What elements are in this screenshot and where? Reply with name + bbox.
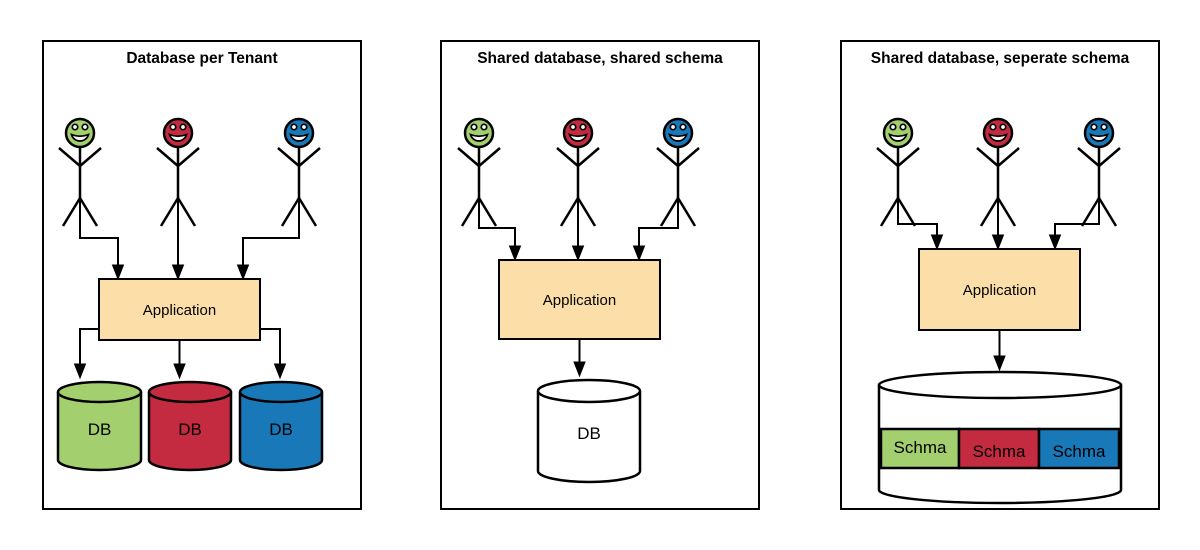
db-cylinder-body <box>147 392 233 472</box>
arrowhead-icon <box>991 234 1005 251</box>
db-cylinder-shared: DB <box>536 378 642 484</box>
db-cylinder-body <box>536 391 642 484</box>
panel-shared-db-separate-schema: Shared database, seperate schema Applica… <box>840 40 1160 510</box>
db-label: DB <box>577 424 601 443</box>
arrow-app-to-db <box>993 330 1006 372</box>
arrow-tenant-red-to-app <box>171 198 185 281</box>
db-cylinder-multischema: Schma Schma Schma <box>877 370 1123 505</box>
schema-block-blue <box>1037 427 1121 470</box>
arrowhead-icon <box>73 363 87 380</box>
db-cylinder-body <box>238 392 324 472</box>
db-label: DB <box>88 420 112 439</box>
panel-shared-db-separate-schema-canvas: Shared database, seperate schema Applica… <box>840 40 1160 510</box>
db-cylinder-top <box>238 380 324 404</box>
panel-title: Shared database, shared schema <box>477 50 723 67</box>
panel-title: Shared database, seperate schema <box>871 50 1130 67</box>
db-cylinder-top <box>536 378 642 404</box>
arrowhead-icon <box>632 245 646 262</box>
db-cylinder-green: DB <box>56 380 143 472</box>
panel-database-per-tenant: Database per Tenant Application <box>42 40 362 510</box>
db-cylinder-red: DB <box>147 380 233 472</box>
arrow-tenant-green-to-app <box>79 198 125 281</box>
application-label: Application <box>143 302 216 319</box>
arrowhead-icon <box>273 363 287 380</box>
schema-label: Schma <box>1053 442 1106 461</box>
panel-shared-db-shared-schema-canvas: Shared database, shared schema Applicati… <box>440 40 760 510</box>
db-label: DB <box>178 420 202 439</box>
arrow-tenant-green-to-app <box>897 198 944 251</box>
arrowhead-icon <box>508 245 522 262</box>
arrowhead-icon <box>571 245 585 262</box>
panel-title: Database per Tenant <box>126 50 277 67</box>
arrowhead-icon <box>1048 234 1062 251</box>
db-cylinder-body <box>56 392 143 472</box>
arrow-tenant-blue-to-app <box>632 198 679 262</box>
arrow-tenant-red-to-app <box>991 198 1005 251</box>
schema-label: Schma <box>973 442 1026 461</box>
arrowhead-icon <box>171 264 185 281</box>
db-cylinder-blue: DB <box>238 380 324 472</box>
arrowhead-icon <box>173 363 186 380</box>
arrowhead-icon <box>930 234 944 251</box>
panel-shared-db-shared-schema: Shared database, shared schema Applicati… <box>440 40 760 510</box>
arrow-tenant-red-to-app <box>571 198 585 262</box>
application-label: Application <box>963 282 1036 299</box>
schema-block-green <box>879 427 961 470</box>
schema-block-red <box>957 427 1041 470</box>
arrow-app-to-db-red <box>173 340 186 380</box>
arrowhead-icon <box>993 355 1006 372</box>
db-cylinder-top <box>56 380 143 404</box>
schema-label: Schma <box>894 438 947 457</box>
arrow-tenant-green-to-app <box>478 198 522 262</box>
panel-database-per-tenant-canvas: Database per Tenant Application <box>42 40 362 510</box>
arrow-tenant-blue-to-app <box>1048 198 1100 251</box>
arrowhead-icon <box>111 264 125 281</box>
arrowhead-icon <box>573 361 586 378</box>
arrow-tenant-blue-to-app <box>236 198 300 281</box>
arrowhead-icon <box>236 264 250 281</box>
db-cylinder-top <box>147 380 233 404</box>
application-label: Application <box>543 292 616 309</box>
db-cylinder-top <box>877 370 1123 400</box>
db-label: DB <box>269 420 293 439</box>
application-box <box>918 248 1081 331</box>
arrow-app-to-db <box>573 339 586 378</box>
arrow-app-to-db-blue <box>260 328 287 380</box>
arrow-app-to-db-green <box>73 328 99 380</box>
